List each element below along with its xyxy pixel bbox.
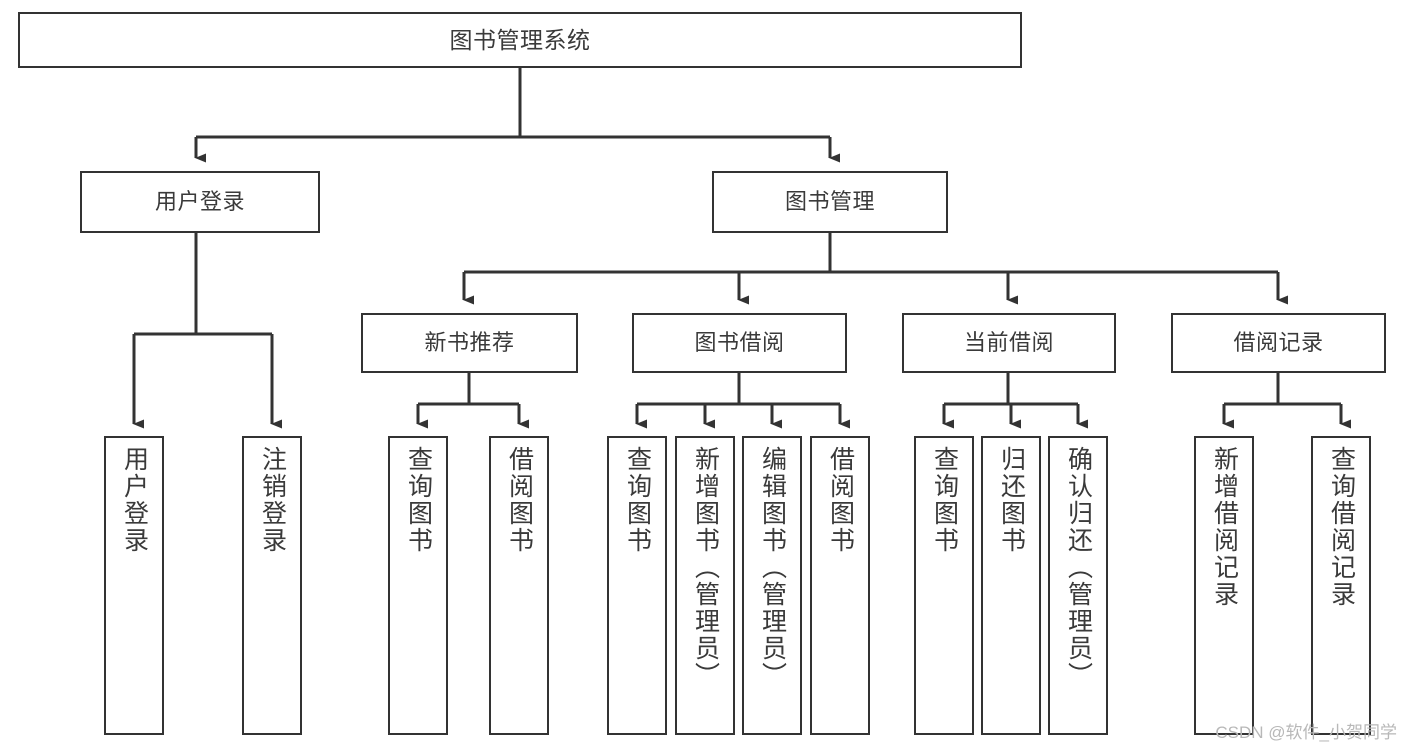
node-label: 图书管理 — [784, 189, 875, 215]
node-label: 当前借阅 — [963, 330, 1054, 356]
node-leaf-logout[interactable]: 注销登录 — [242, 436, 302, 735]
node-label: 借阅图书 — [826, 446, 855, 554]
node-label: 确认归还（管理员） — [1064, 446, 1093, 689]
node-leaf-borrow-book-recommend[interactable]: 借阅图书 — [489, 436, 549, 735]
node-leaf-confirm-return-admin[interactable]: 确认归还（管理员） — [1048, 436, 1108, 735]
node-leaf-query-book-borrow[interactable]: 查询图书 — [607, 436, 667, 735]
node-leaf-add-borrow-record[interactable]: 新增借阅记录 — [1194, 436, 1254, 735]
node-label: 查询图书 — [930, 446, 959, 554]
node-label: 查询图书 — [623, 446, 652, 554]
node-label: 新增图书（管理员） — [691, 446, 720, 689]
node-root-book-management-system[interactable]: 图书管理系统 — [18, 12, 1022, 68]
node-label: 新书推荐 — [424, 330, 515, 356]
node-label: 借阅记录 — [1233, 330, 1324, 356]
node-label: 查询借阅记录 — [1327, 446, 1356, 608]
node-label: 查询图书 — [404, 446, 433, 554]
node-label: 用户登录 — [154, 189, 245, 215]
node-label: 归还图书 — [997, 446, 1026, 554]
node-label: 用户登录 — [120, 446, 149, 554]
node-label: 图书管理系统 — [449, 26, 591, 53]
node-current-borrow[interactable]: 当前借阅 — [902, 313, 1116, 373]
node-leaf-add-book-admin[interactable]: 新增图书（管理员） — [675, 436, 735, 735]
node-label: 新增借阅记录 — [1210, 446, 1239, 608]
node-leaf-query-book-current[interactable]: 查询图书 — [914, 436, 974, 735]
node-leaf-user-login[interactable]: 用户登录 — [104, 436, 164, 735]
node-borrow-record[interactable]: 借阅记录 — [1171, 313, 1386, 373]
node-label: 编辑图书（管理员） — [758, 446, 787, 689]
node-leaf-return-book[interactable]: 归还图书 — [981, 436, 1041, 735]
node-leaf-query-book-recommend[interactable]: 查询图书 — [388, 436, 448, 735]
node-book-borrow[interactable]: 图书借阅 — [632, 313, 847, 373]
node-label: 图书借阅 — [694, 330, 785, 356]
node-new-book-recommend[interactable]: 新书推荐 — [361, 313, 578, 373]
node-label: 借阅图书 — [505, 446, 534, 554]
node-user-login[interactable]: 用户登录 — [80, 171, 320, 233]
node-leaf-query-borrow-record[interactable]: 查询借阅记录 — [1311, 436, 1371, 735]
node-leaf-edit-book-admin[interactable]: 编辑图书（管理员） — [742, 436, 802, 735]
node-label: 注销登录 — [258, 446, 287, 554]
node-book-management[interactable]: 图书管理 — [712, 171, 948, 233]
node-leaf-borrow-book[interactable]: 借阅图书 — [810, 436, 870, 735]
